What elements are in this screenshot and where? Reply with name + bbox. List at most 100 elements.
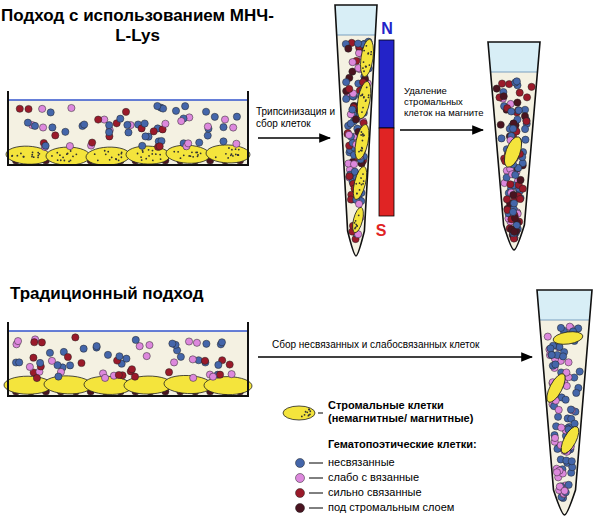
hematopoietic-cell — [519, 185, 526, 192]
hematopoietic-cell — [548, 351, 555, 358]
hematopoietic-cell — [516, 89, 523, 96]
nanoparticle-dot — [356, 225, 358, 227]
nanoparticle-dot — [363, 180, 365, 182]
arrow-label: Удаление стромальных клеток на магните — [404, 86, 490, 119]
dish-outline — [8, 91, 248, 165]
nanoparticle-dot — [355, 183, 357, 185]
nanoparticle-dot — [23, 156, 25, 158]
hematopoietic-cell — [230, 124, 237, 131]
medium-surface — [8, 330, 248, 332]
hematopoietic-cell — [216, 371, 223, 378]
hematopoietic-cell — [557, 324, 564, 331]
hematopoietic-cell — [95, 116, 102, 123]
legend-dash — [309, 463, 323, 464]
arrow-label: Сбор несвязанных и слабосвязанных клеток — [272, 339, 532, 351]
legend-swatch — [296, 459, 305, 468]
hematopoietic-cell — [25, 105, 32, 112]
test-tube — [488, 42, 540, 250]
nanoparticle-dot — [306, 411, 308, 413]
hematopoietic-cell — [498, 80, 505, 87]
nanoparticle-dot — [227, 157, 229, 159]
hematopoietic-cell — [196, 139, 203, 146]
nanoparticle-dot — [141, 159, 143, 161]
hematopoietic-cell — [204, 123, 211, 130]
nanoparticle-dot — [145, 158, 147, 160]
hematopoietic-cell — [215, 361, 222, 368]
hematopoietic-cell — [14, 337, 21, 344]
hematopoietic-cell — [80, 345, 87, 352]
legend-text: под стромальным слоем — [328, 501, 578, 514]
hematopoietic-cell — [64, 353, 71, 360]
nanoparticle-dot — [362, 61, 364, 63]
nanoparticle-dot — [177, 151, 179, 153]
nanoparticle-dot — [301, 416, 303, 418]
stromal-cell-body — [126, 145, 170, 164]
hematopoietic-cell — [560, 353, 567, 360]
process-arrow — [258, 356, 532, 358]
hematopoietic-cell — [346, 173, 353, 180]
legend-text: слабо с вязанные — [328, 471, 578, 484]
hematopoietic-cell — [24, 119, 31, 126]
hematopoietic-cell — [122, 108, 129, 115]
nanoparticle-dot — [16, 155, 18, 157]
nanoparticle-dot — [363, 97, 365, 99]
hematopoietic-cell — [16, 105, 23, 112]
tube-supernatant — [537, 290, 592, 320]
nanoparticle-dot — [365, 66, 367, 68]
nanoparticle-dot — [361, 147, 363, 149]
hematopoietic-cell — [343, 79, 350, 86]
nanoparticle-dot — [362, 67, 364, 69]
nanoparticle-dot — [237, 154, 239, 156]
nanoparticle-dot — [358, 189, 360, 191]
nanoparticle-dot — [57, 159, 59, 161]
hematopoietic-cell — [128, 366, 135, 373]
hematopoietic-cell — [510, 191, 517, 198]
hematopoietic-cell — [193, 339, 200, 346]
hematopoietic-cell — [343, 95, 350, 102]
hematopoietic-cell — [510, 200, 517, 207]
hematopoietic-cell — [513, 78, 520, 85]
nanoparticle-dot — [31, 154, 33, 156]
nanoparticle-dot — [237, 154, 239, 156]
nanoparticle-dot — [62, 157, 64, 159]
hematopoietic-cell — [349, 59, 356, 66]
hematopoietic-cell — [31, 339, 38, 346]
nanoparticle-dot — [37, 154, 39, 156]
stromal-cell — [206, 144, 251, 164]
hematopoietic-cell — [221, 116, 228, 123]
legend-text: несвязанные — [328, 456, 578, 469]
hematopoietic-cell — [170, 359, 177, 366]
nanoparticle-dot — [361, 139, 363, 141]
test-tube — [335, 5, 377, 256]
hematopoietic-cell — [507, 181, 514, 188]
nanoparticle-dot — [365, 45, 367, 47]
legend-text: сильно связанные — [328, 486, 578, 499]
hematopoietic-cell — [226, 361, 233, 368]
nanoparticle-dot — [22, 156, 24, 158]
nanoparticle-dot — [358, 182, 360, 184]
nanoparticle-dot — [231, 153, 233, 155]
hematopoietic-cell — [514, 99, 521, 106]
magnet-south — [379, 128, 394, 216]
hematopoietic-cell — [553, 469, 560, 476]
hematopoietic-cell — [521, 125, 528, 132]
nanoparticle-dot — [367, 53, 369, 55]
hematopoietic-cell — [571, 420, 578, 427]
hematopoietic-cell — [517, 195, 524, 202]
hematopoietic-cell — [116, 353, 123, 360]
hematopoietic-cell — [66, 143, 73, 150]
hematopoietic-cell — [544, 333, 551, 340]
hematopoietic-cell — [66, 362, 73, 369]
tube-supernatant — [488, 42, 540, 72]
nanoparticle-dot — [360, 131, 362, 133]
nanoparticle-dot — [66, 153, 68, 155]
test-tube — [537, 290, 592, 515]
medium-surface — [8, 99, 248, 101]
hematopoietic-cell — [142, 133, 149, 140]
legend-swatch — [296, 489, 305, 498]
nanoparticle-dot — [31, 156, 33, 158]
stromal-cell — [126, 145, 170, 164]
nanoparticle-dot — [173, 151, 175, 153]
hematopoietic-cell — [101, 374, 108, 381]
hematopoietic-cell — [62, 128, 69, 135]
